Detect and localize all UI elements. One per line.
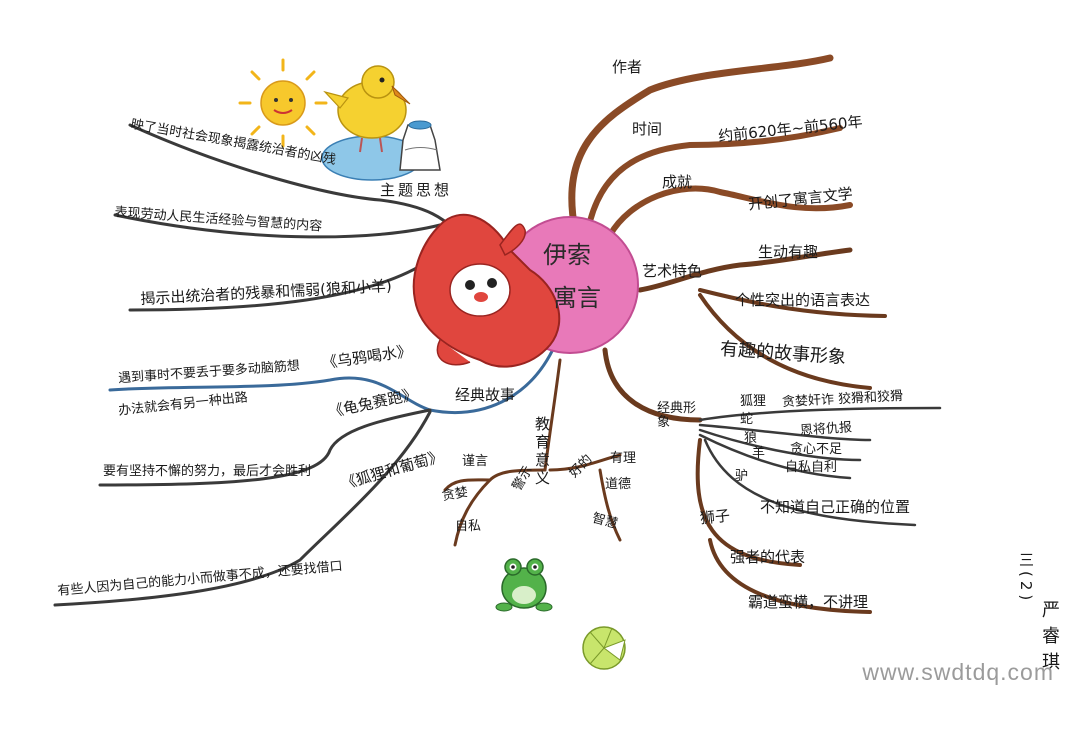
branch-author xyxy=(568,54,834,234)
label-lion: 狮子 xyxy=(699,506,731,528)
label-classic-stories: 经典故事 xyxy=(455,386,516,404)
label-education: 教育意义 xyxy=(535,415,551,487)
branch-story3 xyxy=(53,410,432,607)
center-topic xyxy=(412,213,639,368)
branch-stories xyxy=(108,343,557,414)
branch-classic-wolf xyxy=(698,428,862,462)
branch-art-2 xyxy=(698,288,887,318)
branch-classic xyxy=(602,347,703,423)
label-author: 作者 xyxy=(612,58,643,76)
branch-education xyxy=(543,358,562,472)
right-branches xyxy=(568,54,942,614)
branch-achievement xyxy=(607,185,853,238)
label-art-item-1: 生动有趣 xyxy=(758,243,819,261)
branch-time xyxy=(585,125,843,233)
label-theme: 主题思想 xyxy=(380,181,453,199)
label-wolf: 狼 xyxy=(744,431,758,446)
lily-pad-illustration xyxy=(582,626,626,670)
label-art: 艺术特色 xyxy=(642,262,703,280)
label-story2-moral: 要有坚持不懈的努力，最后才会胜利 xyxy=(103,464,312,479)
frog-illustration xyxy=(495,558,553,612)
branch-story2 xyxy=(98,408,432,487)
label-lion-trait-2: 霸道蛮横，不讲理 xyxy=(748,593,869,611)
label-classic: 经典形象 xyxy=(657,401,697,430)
crow-and-pitcher-illustration xyxy=(321,65,441,181)
label-donkey: 驴 xyxy=(735,469,749,484)
branch-edu-left-2 xyxy=(443,478,492,492)
label-snake: 蛇 xyxy=(740,412,754,427)
label-lion-trait-1: 强者的代表 xyxy=(730,548,806,566)
bottom-branches xyxy=(443,358,622,547)
signature-name: 严睿琪 xyxy=(1039,600,1060,678)
label-wolf-trait: 贪心不足 xyxy=(790,442,843,457)
label-snake-trait: 恩将仇报 xyxy=(799,420,853,439)
label-art-item-2: 个性突出的语言表达 xyxy=(735,291,871,309)
branch-theme-3 xyxy=(128,258,432,312)
label-sheep: 羊 xyxy=(752,446,766,461)
label-warning-word: 谨言 xyxy=(462,454,489,469)
branch-classic-lion xyxy=(695,438,872,614)
center-title-line2: 寓言 xyxy=(553,284,601,312)
branch-theme xyxy=(128,123,472,252)
branch-edu-right xyxy=(548,453,622,542)
label-time: 时间 xyxy=(632,120,663,138)
branch-classic-snake xyxy=(698,423,872,442)
label-sheep-trait: 自私自利 xyxy=(785,460,838,475)
branch-classic-donkey xyxy=(703,438,917,527)
label-donkey-trait: 不知道自己正确的位置 xyxy=(760,498,911,516)
center-title-line1: 伊索 xyxy=(543,241,591,269)
branch-art xyxy=(637,247,853,293)
watermark: www.swdtdq.com xyxy=(862,659,1054,685)
signature-class: 三(2) xyxy=(1017,552,1035,605)
branch-art-3 xyxy=(698,293,872,390)
branch-classic-fox xyxy=(698,406,942,422)
label-morality: 道德 xyxy=(605,477,632,492)
branch-classic-sheep xyxy=(698,433,852,480)
label-selfish: 自私 xyxy=(455,519,482,534)
sun-illustration xyxy=(238,58,328,148)
branch-theme-2 xyxy=(113,213,442,239)
label-fox: 狐狸 xyxy=(740,394,767,409)
label-achievement: 成就 xyxy=(662,173,693,191)
label-reason: 有理 xyxy=(610,451,637,466)
left-branches xyxy=(53,123,557,607)
